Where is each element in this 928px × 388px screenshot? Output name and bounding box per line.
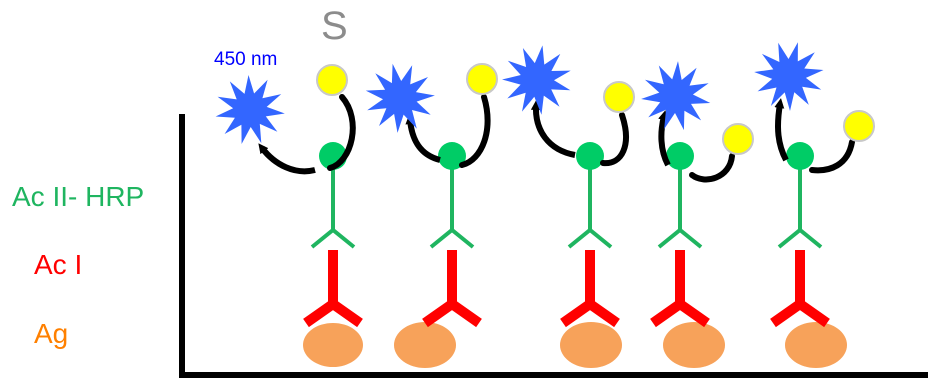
antigen-blob [785, 322, 847, 368]
substrate-binding-curve [689, 153, 735, 183]
product-starburst [754, 42, 824, 112]
antibody-unit [641, 61, 754, 368]
antibody-unit [754, 42, 875, 368]
product-starburst [215, 75, 285, 144]
reaction-arrow [530, 100, 576, 158]
wavelength-label: 450 nm [214, 49, 278, 70]
substrate-molecule [603, 81, 635, 113]
substrate-molecule [316, 64, 348, 96]
substrate-binding-curve [327, 94, 356, 171]
reaction-arrow [258, 143, 316, 175]
primary-antibody-arms [650, 297, 710, 328]
secondary-antibody-arms [657, 227, 703, 249]
antigen-blob [303, 323, 363, 367]
substrate-binding-curve [600, 112, 629, 167]
product-starburst [502, 45, 571, 115]
hrp-enzyme [666, 142, 694, 170]
antigen-label: Ag [34, 318, 69, 349]
substrate-molecule [466, 63, 498, 95]
product-starburst [641, 61, 711, 131]
primary-antibody-label: Ac I [34, 249, 83, 280]
primary-antibody-arms [303, 297, 363, 328]
antigen-blob [394, 322, 456, 368]
reaction-arrow [658, 110, 671, 167]
substrate-label: S [321, 4, 348, 48]
product-starburst [365, 63, 435, 133]
reaction-arrow [405, 114, 441, 163]
secondary-antibody-arms [777, 227, 823, 249]
substrate-molecule [722, 123, 754, 155]
plate-wall [179, 114, 928, 378]
antibody-unit [365, 63, 498, 368]
antibody-units [215, 42, 875, 368]
antibody-unit [215, 64, 363, 367]
hrp-enzyme [576, 142, 604, 170]
hrp-enzyme [786, 142, 814, 170]
secondary-antibody-arms [429, 227, 475, 249]
primary-antibody-arms [560, 297, 620, 328]
primary-antibody-arms [770, 297, 830, 328]
antibody-unit [502, 45, 635, 368]
reaction-arrow [774, 98, 789, 162]
primary-antibody-arms [422, 297, 482, 328]
antigen-blob [560, 322, 622, 368]
plate-wall-line [179, 114, 928, 378]
substrate-binding-curve [809, 139, 855, 174]
secondary-antibody-arms [567, 227, 613, 249]
substrate-binding-curve [459, 94, 491, 168]
antigen-blob [663, 322, 725, 368]
hrp-enzyme [438, 142, 466, 170]
secondary-antibody-label: Ac II- HRP [12, 181, 145, 212]
secondary-antibody-arms [310, 227, 356, 249]
substrate-molecule [843, 110, 875, 142]
